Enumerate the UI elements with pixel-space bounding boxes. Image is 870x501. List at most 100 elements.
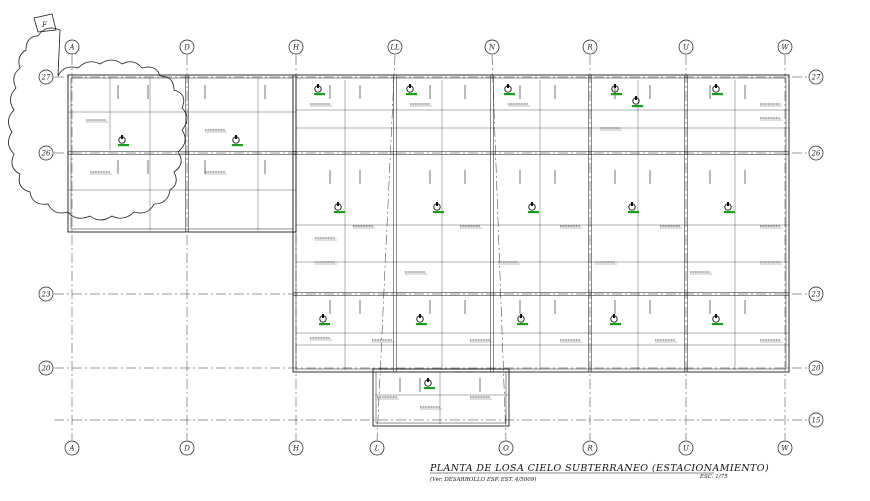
- axis-label-top: N: [488, 44, 496, 52]
- slab-structure: [67, 74, 790, 427]
- axis-bubble-bottom: [678, 440, 694, 456]
- axis-bubble-right: [808, 145, 824, 161]
- axis-label-right: 20: [811, 365, 821, 373]
- left-wing-outline: [67, 74, 297, 233]
- axis-bubble-bottom: [369, 440, 385, 456]
- slab-tag-stem: [613, 314, 615, 318]
- axis-label-left: 27: [41, 74, 51, 82]
- axis-label-bottom: W: [781, 445, 789, 453]
- slab-tag-icon: [424, 378, 435, 390]
- slab-tag-icon: [433, 202, 444, 214]
- axis-bubble-bottom: [777, 440, 793, 456]
- axis-bubble-bottom: [64, 440, 80, 456]
- slab-tag-underline: [319, 323, 330, 326]
- axis-label-top: U: [683, 44, 690, 52]
- slab-tag-icon: [528, 202, 539, 214]
- slab-tag-icon: [504, 84, 515, 96]
- axis-bubble-top: [64, 39, 80, 55]
- axis-label-right: 15: [812, 417, 821, 425]
- slab-tag-underline: [504, 93, 515, 96]
- slab-tag-underline: [528, 211, 539, 214]
- axis-bubble-left: [38, 286, 54, 302]
- slab-tag-stem: [715, 314, 717, 318]
- axis-bubble-right: [808, 412, 824, 428]
- slab-tag-underline: [314, 93, 325, 96]
- slab-tag-stem: [715, 84, 717, 88]
- slab-tag-icon: [517, 314, 528, 326]
- axis-label-right: 27: [811, 74, 821, 82]
- left-wing-outline-inner: [70, 77, 294, 230]
- axis-label-right: 26: [811, 150, 821, 158]
- slab-tag-icon: [314, 84, 325, 96]
- axis-label-bottom: U: [683, 445, 690, 453]
- slab-tag-stem: [337, 202, 339, 206]
- slab-tag-underline: [628, 211, 639, 214]
- slab-tag-stem: [631, 202, 633, 206]
- axis-bubble-left: [38, 69, 54, 85]
- axis-bubble-bottom: [498, 440, 514, 456]
- slab-tag-stem: [507, 84, 509, 88]
- slab-tag-stem: [436, 202, 438, 206]
- slab-tag-icon: [611, 84, 622, 96]
- axis-label-bottom: D: [183, 445, 190, 453]
- axis-label-left: 23: [41, 291, 51, 299]
- axis-bubble-top: [582, 39, 598, 55]
- axis-bubble-top: [288, 39, 304, 55]
- axis-label-bottom: R: [586, 445, 593, 453]
- slab-tag-stem: [322, 314, 324, 318]
- axis-label-top: A: [68, 44, 74, 52]
- slab-tag-underline: [232, 144, 243, 147]
- slab-tag-stem: [727, 202, 729, 206]
- axis-bubble-left: [38, 360, 54, 376]
- main-slab-outline-inner: [295, 77, 787, 370]
- axis-bubble-top: [777, 39, 793, 55]
- slab-tag-underline: [712, 93, 723, 96]
- axis-label-bottom: A: [68, 445, 74, 453]
- axis-bubble-left: [38, 145, 54, 161]
- ramp-annex-outline-inner: [375, 371, 507, 424]
- grid-line-vertical: [491, 54, 507, 441]
- slab-tag-underline: [517, 323, 528, 326]
- slab-tag-icon: [724, 202, 735, 214]
- axis-bubble-right: [808, 360, 824, 376]
- axis-label-bottom: O: [503, 445, 509, 453]
- slab-tag-underline: [724, 211, 735, 214]
- slab-tag-underline: [433, 211, 444, 214]
- axis-label-top: W: [781, 44, 789, 52]
- slab-tag-stem: [121, 135, 123, 139]
- slab-tag-icon: [712, 314, 723, 326]
- axis-label-top: H: [292, 44, 300, 52]
- grid-line-vertical: [376, 54, 396, 441]
- slab-tag-stem: [635, 96, 637, 100]
- revision-cloud: [8, 27, 188, 221]
- slab-tag-underline: [416, 323, 427, 326]
- drawing-subtitle: (Ver. DESARROLLO ESP. EST. 4/5009): [430, 476, 536, 483]
- axis-bubble-top: [678, 39, 694, 55]
- slab-tag-underline: [632, 105, 643, 108]
- axis-label-left: 20: [41, 365, 51, 373]
- axis-bubble-right: [808, 69, 824, 85]
- north-flag-label: F: [41, 21, 48, 29]
- slab-tag-icon: [334, 202, 345, 214]
- north-flag: F: [33, 13, 57, 33]
- ramp-annex-outline: [372, 368, 510, 427]
- slab-tag-icon: [319, 314, 330, 326]
- axis-bubble-right: [808, 286, 824, 302]
- slab-tag-icon: [406, 84, 417, 96]
- axis-bubble-bottom: [179, 440, 195, 456]
- slab-tag-underline: [611, 93, 622, 96]
- axis-label-top: D: [183, 44, 190, 52]
- slab-tag-underline: [334, 211, 345, 214]
- axis-label-bottom: L: [374, 445, 380, 453]
- axis-label-top: LL: [389, 44, 400, 52]
- slab-tag-icon: [712, 84, 723, 96]
- axis-label-right: 23: [811, 291, 821, 299]
- slab-tag-icon: [632, 96, 643, 108]
- axis-label-left: 26: [41, 150, 51, 158]
- slab-tag-underline: [712, 323, 723, 326]
- slab-tag-underline: [406, 93, 417, 96]
- axis-bubble-top: [484, 39, 500, 55]
- slab-tag-icon: [118, 135, 129, 147]
- annotations: [86, 84, 782, 410]
